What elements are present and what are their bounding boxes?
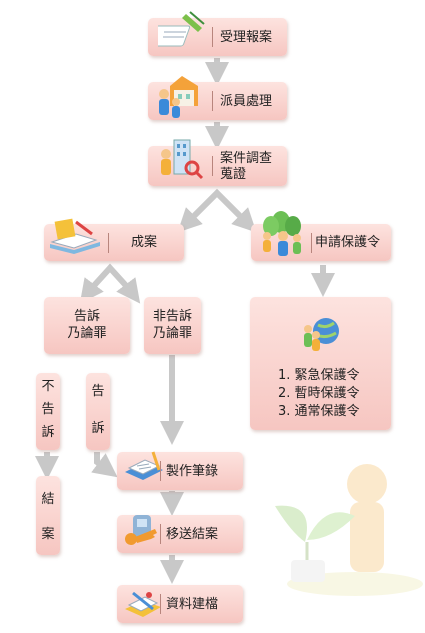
step-complaint-offence: 告訴 乃論罪 (44, 297, 130, 354)
step-label-complaint-2: 乃論罪 (67, 326, 107, 341)
step-transfer-close: 移送結案 (117, 515, 243, 553)
step-label-investigate-2: 蒐證 (220, 167, 247, 182)
fork-case-right-head (116, 277, 141, 304)
closed-char-2: 案 (41, 527, 55, 542)
order-item-1: 1. 緊急保護令 (278, 368, 360, 383)
step-investigate: 案件調查 蒐證 (148, 139, 287, 186)
step-label-investigate-1: 案件調查 (220, 151, 273, 166)
step-label-dispatch: 派員處理 (220, 94, 273, 109)
dispatch-people-icon (159, 76, 198, 118)
step-make-record: 製作筆錄 (117, 451, 243, 490)
investigation-icon (161, 139, 204, 180)
step-label-make-record: 製作筆錄 (166, 464, 219, 479)
step-label-archive: 資料建檔 (166, 597, 219, 612)
step-label-protection-order: 申請保護令 (315, 235, 381, 250)
fork-case-left-head (79, 277, 104, 304)
order-item-2: 2. 暫時保護令 (278, 386, 360, 401)
step-label-case-formed: 成案 (131, 235, 158, 250)
step-protection-order: 申請保護令 (251, 211, 391, 261)
step-non-complaint-offence: 非告訴 乃論罪 (144, 297, 201, 354)
arrow-complain-head (91, 453, 118, 478)
case-book-icon (50, 218, 100, 254)
step-label-non-complaint-2: 乃論罪 (152, 326, 192, 341)
step-dispatch: 派員處理 (148, 76, 287, 120)
transfer-key-icon (125, 515, 157, 545)
fork-left-head (177, 207, 203, 233)
order-item-3: 3. 通常保護令 (278, 404, 360, 419)
globe-people-icon (304, 318, 339, 351)
protection-people-icon (263, 211, 301, 256)
fork-right-head (231, 207, 257, 233)
fork-investigate (187, 188, 247, 223)
step-case-formed: 成案 (44, 218, 184, 261)
step-accept-report: 受理報案 (148, 11, 287, 56)
step-label-complaint-1: 告訴 (73, 309, 100, 324)
arrow-complain-to-record (94, 452, 106, 470)
fork-case (87, 263, 133, 293)
step-no-complaint: 不 告 訴 (36, 373, 60, 450)
report-pen-icon (158, 11, 205, 47)
no-complaint-char-1: 不 (41, 379, 55, 394)
record-form-icon (125, 451, 163, 480)
complain-char-1: 告 (91, 384, 105, 399)
protection-order-types: 1. 緊急保護令 2. 暫時保護令 3. 通常保護令 (250, 297, 391, 430)
complain-char-2: 訴 (91, 421, 105, 436)
archive-folder-icon (125, 591, 161, 617)
no-complaint-char-3: 訴 (41, 425, 55, 440)
step-case-closed: 結 案 (36, 476, 60, 555)
step-complain: 告 訴 (86, 373, 110, 450)
sprout-figure-icon (275, 464, 423, 596)
step-archive: 資料建檔 (117, 585, 243, 623)
step-label-transfer-close: 移送結案 (166, 527, 219, 542)
step-label-non-complaint-1: 非告訴 (152, 309, 192, 324)
no-complaint-char-2: 告 (41, 402, 55, 417)
step-label-accept-report: 受理報案 (220, 30, 273, 45)
closed-char-1: 結 (41, 492, 55, 507)
